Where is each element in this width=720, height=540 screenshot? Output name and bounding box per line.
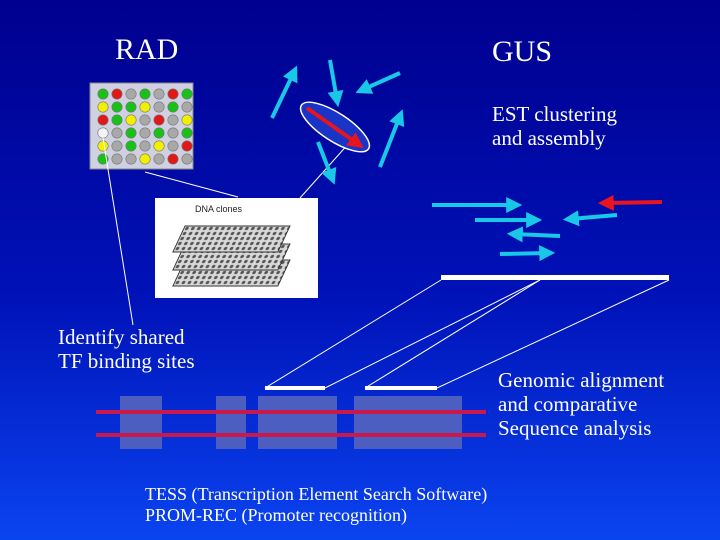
- microarray-spot: [139, 101, 151, 113]
- tess-promrec-label: TESS (Transcription Element Search Softw…: [145, 484, 488, 525]
- microarray-spot: [181, 101, 193, 113]
- est-clustering-label: EST clustering and assembly: [492, 102, 618, 151]
- genomic-sequences: [96, 396, 486, 449]
- microarray-spot: [125, 88, 137, 100]
- microarray-spot: [139, 140, 151, 152]
- scattered-est-arrows: [270, 59, 405, 185]
- microarray-spot: [167, 114, 179, 126]
- microarray-spot: [167, 88, 179, 100]
- microarray-spot: [111, 101, 123, 113]
- microarray-spot: [125, 101, 137, 113]
- microarray-spot: [139, 114, 151, 126]
- plate-stack-graphic: [172, 225, 291, 287]
- microarray-spot: [97, 114, 109, 126]
- microarray-spot: [181, 153, 193, 165]
- microarray-spot: [139, 127, 151, 139]
- callout-line-card-to-oval: [299, 141, 351, 199]
- microarray-spot: [153, 140, 165, 152]
- microarray-spot: [139, 153, 151, 165]
- microarray-spot: [125, 153, 137, 165]
- aligned-segment-2: [365, 386, 437, 390]
- consensus-sequence-bar: [441, 275, 669, 280]
- microarray-spot: [181, 88, 193, 100]
- microarray-spot: [97, 101, 109, 113]
- aligned-segment-1: [265, 386, 325, 390]
- microarray-spot: [125, 114, 137, 126]
- microarray-grid: [89, 82, 194, 170]
- microarray-spot: [125, 127, 137, 139]
- microarray-spot: [125, 140, 137, 152]
- microarray-spot: [181, 114, 193, 126]
- dna-clones-label: DNA clones: [195, 204, 243, 214]
- microarray-spot: [167, 140, 179, 152]
- microarray-spot: [111, 114, 123, 126]
- microarray-spot: [181, 127, 193, 139]
- microarray-spot: [111, 140, 123, 152]
- est-cluster-arrows: [432, 194, 663, 262]
- microarray-spot: [167, 101, 179, 113]
- microarray-spot: [97, 140, 109, 152]
- dna-clones-image: DNA clones: [155, 198, 318, 298]
- microarray-spot: [97, 127, 109, 139]
- microarray-spot: [153, 114, 165, 126]
- gus-label: GUS: [492, 35, 553, 68]
- microarray-spot: [111, 88, 123, 100]
- microarray-spot: [139, 88, 151, 100]
- microarray-spot: [153, 101, 165, 113]
- microarray-spot: [181, 140, 193, 152]
- microarray-spot: [97, 88, 109, 100]
- microarray-spot: [111, 153, 123, 165]
- microarray-spot: [167, 127, 179, 139]
- callout-line-grid-to-tf: [102, 137, 134, 326]
- microarray-spot: [153, 127, 165, 139]
- selected-est-oval: [299, 101, 371, 153]
- microarray-spot: [153, 153, 165, 165]
- tf-binding-label: Identify shared TF binding sites: [58, 325, 195, 374]
- microarray-spot: [167, 153, 179, 165]
- callout-line-grid-to-card: [144, 171, 239, 198]
- rad-label: RAD: [115, 33, 179, 66]
- microarray-spot: [153, 88, 165, 100]
- microarray-spot: [111, 127, 123, 139]
- alignment-projection-lines: [264, 279, 670, 389]
- genomic-alignment-label: Genomic alignment and comparative Sequen…: [498, 368, 665, 441]
